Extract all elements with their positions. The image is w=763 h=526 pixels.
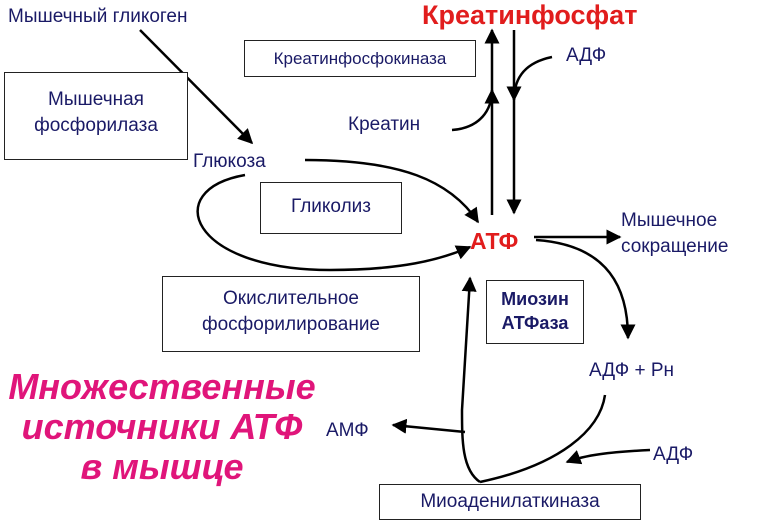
label-muscle-phosphorylase-1: Мышечная <box>48 89 144 110</box>
arrow-creatine-merge <box>451 88 500 132</box>
box-creatine-phosphokinase: Креатинфосфокиназа <box>244 40 476 77</box>
box-myoadenylate-kinase: Миоаденилаткиназа <box>379 484 641 520</box>
arrow-adp-pn-down <box>479 394 607 484</box>
label-muscle-glycogen: Мышечный гликоген <box>8 6 188 27</box>
arrow-atp-to-adp-pn <box>535 238 636 340</box>
label-adp-pn: АДФ + Рн <box>589 360 675 381</box>
box-muscle-phosphorylase: Мышечная фосфорилаза <box>4 72 188 160</box>
arrow-kinase-to-amp <box>391 418 466 434</box>
label-creatine: Креатин <box>348 114 421 135</box>
box-oxidative-phosphorylation: Окислительное фосфорилирование <box>162 276 420 352</box>
label-glycolysis: Гликолиз <box>290 196 371 217</box>
label-myoadenylate-kinase: Миоаденилаткиназа <box>420 491 600 512</box>
label-atp: АТФ <box>470 228 519 254</box>
title-line-1: Множественные <box>8 366 316 407</box>
arrow-adp-bottom-merge <box>565 448 651 465</box>
label-muscle-contraction-1: Мышечное <box>621 210 718 231</box>
label-muscle-phosphorylase-2: фосфорилаза <box>34 115 158 136</box>
label-muscle-contraction-2: сокращение <box>621 236 729 257</box>
arrow-glycogen-to-glucose <box>139 29 254 145</box>
box-glycolysis: Гликолиз <box>260 182 402 234</box>
label-myosin-1: Миозин <box>501 289 569 309</box>
box-myosin-atpase: Миозин АТФаза <box>486 280 584 344</box>
arrow-adp-top-merge <box>506 55 553 102</box>
label-oxphos-1: Окислительное <box>223 288 359 309</box>
title-line-2: источники АТФ <box>21 406 303 447</box>
label-glucose: Глюкоза <box>193 151 266 172</box>
title-line-3: в мышце <box>80 446 244 487</box>
label-adp-bottom: АДФ <box>653 444 694 465</box>
label-amp: АМФ <box>326 420 369 441</box>
arrow-glucose-to-atp <box>304 158 480 224</box>
label-oxphos-2: фосфорилирование <box>201 314 381 335</box>
label-creatine-phosphate: Креатинфосфат <box>422 0 638 30</box>
label-adp-top: АДФ <box>566 45 607 66</box>
arrow-kinase-to-atp <box>460 276 481 484</box>
arrow-glycolysis-loop <box>196 173 472 272</box>
label-myosin-2: АТФаза <box>501 313 569 333</box>
label-creatine-phosphokinase: Креатинфосфокиназа <box>273 49 447 68</box>
